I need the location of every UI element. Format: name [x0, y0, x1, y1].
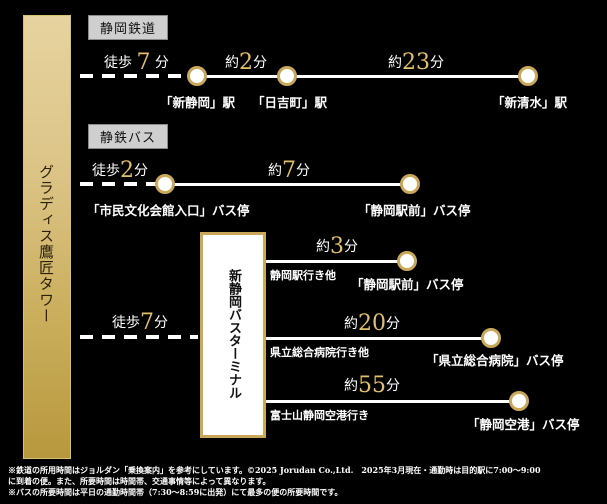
station-label-shin-shimizu: 「新清水」駅 — [492, 95, 568, 110]
route-stop-2: 「県立総合病院」バス停 — [426, 353, 564, 368]
route-time-3: 約55分 — [344, 373, 400, 398]
railway-segment-time-2: 約23分 — [388, 50, 444, 75]
segment-minutes: 2 — [239, 50, 253, 75]
route-destination-2: 県立総合病院行き他 — [270, 346, 369, 359]
station-node-shin-shizuoka — [187, 66, 207, 86]
minute-unit: 分 — [154, 315, 168, 331]
origin-building-box: グラディス鷹匠タワー — [23, 15, 71, 459]
minute-unit: 分 — [386, 378, 400, 394]
bus-walk-time: 徒歩2分 — [92, 158, 148, 183]
railway-walk-dashed-line — [80, 74, 188, 78]
station-node-hiyoshicho — [277, 66, 297, 86]
minute-unit: 分 — [344, 239, 358, 255]
bus-walk-dashed-line — [80, 182, 158, 186]
segment-minutes: 7 — [282, 158, 296, 183]
route-line-2 — [266, 337, 486, 340]
walk-label: 徒歩 — [92, 163, 120, 179]
bus-terminal-box: 新静岡バスターミナル — [200, 232, 266, 438]
footnote-line-1: ※鉄道の所用時間はジョルダン「乗換案内」を参考にしています。©2025 Joru… — [8, 465, 541, 475]
bus-stop-node-shizuoka-ekimae — [400, 174, 420, 194]
station-label-shin-shizuoka: 「新静岡」駅 — [160, 95, 236, 110]
approx-label: 約 — [225, 55, 239, 71]
railway-walk-time: 徒歩 7 分 — [104, 50, 169, 75]
walk-minutes: 2 — [120, 158, 134, 183]
walk-label: 徒歩 — [112, 315, 140, 331]
railway-segment-time-1: 約2分 — [225, 50, 267, 75]
route-node-1 — [397, 251, 417, 271]
bus-segment-time: 約7分 — [268, 158, 310, 183]
minute-unit: 分 — [386, 316, 400, 332]
origin-building-label: グラディス鷹匠タワー — [37, 164, 55, 324]
station-node-shin-shimizu — [518, 66, 538, 86]
bus-header: 静鉄バス — [88, 124, 168, 149]
bus-stop-label-shizuoka-ekimae: 「静岡駅前」バス停 — [358, 203, 471, 218]
footnote-line-2: に到着の便。また、所要時間は時間帯、交通事情等によって異なります。 — [8, 476, 271, 486]
route-time-2: 約20分 — [344, 311, 400, 336]
bus-line — [170, 183, 406, 186]
route-destination-3: 富士山静岡空港行き — [270, 409, 369, 422]
segment-minutes: 23 — [402, 50, 430, 75]
bus-stop-label-bunka-kaikan: 「市民文化会館入口」バス停 — [87, 203, 250, 218]
route-minutes: 3 — [330, 234, 344, 259]
terminal-walk-dashed-line — [80, 335, 198, 339]
route-minutes: 20 — [358, 311, 386, 336]
route-node-2 — [481, 328, 501, 348]
route-stop-1: 「静岡駅前」バス停 — [351, 277, 464, 292]
bus-terminal-label: 新静岡バスターミナル — [226, 269, 241, 399]
railway-header: 静岡鉄道 — [88, 15, 168, 40]
minute-unit: 分 — [253, 55, 267, 71]
minute-unit: 分 — [134, 163, 148, 179]
route-line-1 — [266, 260, 402, 263]
approx-label: 約 — [316, 239, 330, 255]
walk-minutes: 7 — [136, 50, 151, 75]
bus-stop-node-bunka-kaikan — [155, 174, 175, 194]
station-label-hiyoshicho: 「日吉町」駅 — [252, 95, 328, 110]
route-node-3 — [509, 391, 529, 411]
minute-unit: 分 — [154, 55, 169, 71]
route-line-3 — [266, 400, 514, 403]
approx-label: 約 — [344, 378, 358, 394]
railway-line — [200, 75, 530, 78]
minute-unit: 分 — [430, 55, 444, 71]
route-time-1: 約3分 — [316, 234, 358, 259]
route-destination-1: 静岡駅行き他 — [270, 269, 336, 282]
walk-minutes: 7 — [140, 310, 154, 335]
route-minutes: 55 — [358, 373, 386, 398]
approx-label: 約 — [268, 163, 282, 179]
footnote-line-3: ※バスの所要時間は平日の通勤時間帯（7:30～8:59に出発）にて最多の便の所要… — [8, 487, 343, 497]
route-stop-3: 「静岡空港」バス停 — [467, 417, 580, 432]
minute-unit: 分 — [296, 163, 310, 179]
approx-label: 約 — [344, 316, 358, 332]
walk-label: 徒歩 — [104, 55, 132, 71]
approx-label: 約 — [388, 55, 402, 71]
terminal-walk-time: 徒歩7分 — [112, 310, 168, 335]
